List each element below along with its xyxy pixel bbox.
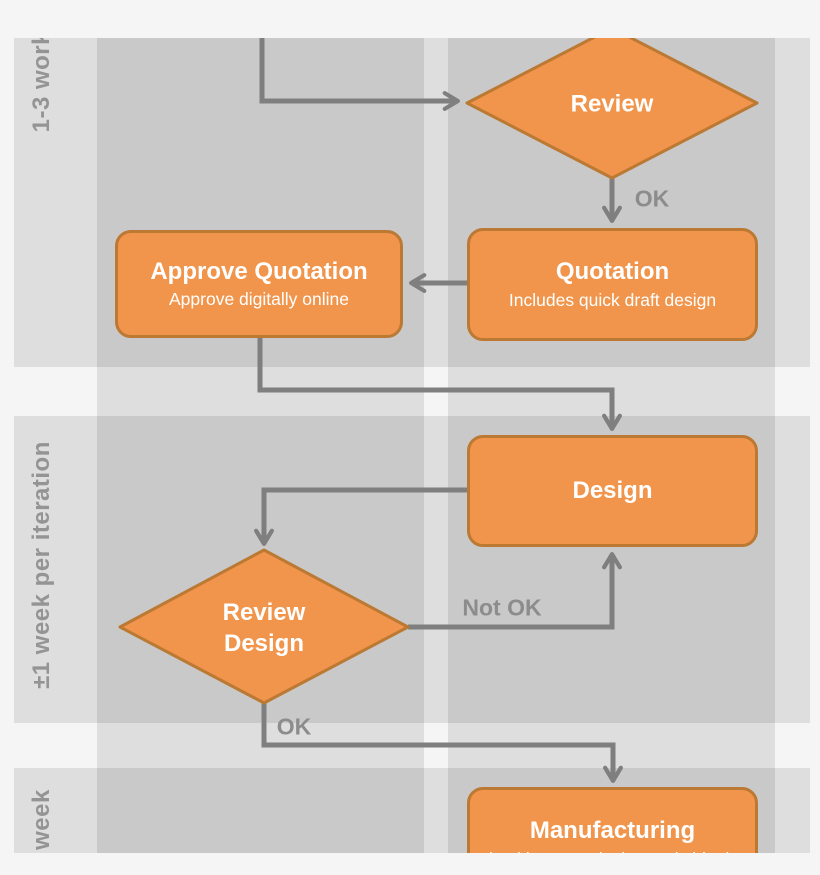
not-ok-label-review-design: Not OK <box>462 594 542 621</box>
ok-label-review: OK <box>634 185 670 212</box>
quotation-title: Quotation <box>555 258 670 286</box>
quotation-node: Quotation Includes quick draft design <box>467 228 758 341</box>
design-title: Design <box>572 477 653 505</box>
lane-column-a <box>97 38 424 853</box>
top-crop-band <box>0 0 820 38</box>
review-design-diamond-label: Review Design <box>223 597 306 659</box>
approve-quotation-title: Approve Quotation <box>150 257 368 285</box>
review-design-label-line1: Review <box>222 599 306 626</box>
connector-design-to-review-design <box>254 487 467 546</box>
connector-review-design-not-ok-to-design <box>408 552 622 630</box>
approve-quotation-subtitle: Approve digitally online <box>169 289 349 310</box>
manufacturing-title: Manufacturing <box>529 817 696 845</box>
design-node: Design <box>467 435 758 547</box>
bottom-crop-band <box>0 853 820 875</box>
review-decision-diamond <box>465 26 759 180</box>
connector-entry-to-review <box>259 38 460 111</box>
review-diamond-label: Review <box>570 90 654 118</box>
quotation-subtitle: Includes quick draft design <box>508 289 717 310</box>
ok-label-review-design: OK <box>276 713 312 740</box>
review-design-decision-diamond <box>118 548 410 705</box>
connector-approve-to-design <box>257 338 622 431</box>
approve-quotation-node: Approve Quotation Approve digitally onli… <box>115 230 403 338</box>
connector-review-design-ok-to-manufacturing <box>261 703 623 783</box>
review-design-label-line2: Design <box>223 630 304 657</box>
